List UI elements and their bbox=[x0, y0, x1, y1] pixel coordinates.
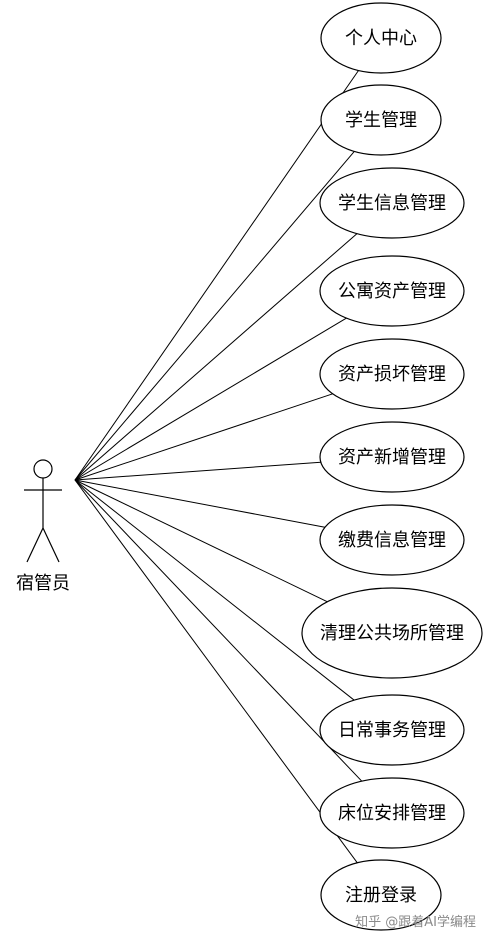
use-case-label: 资产损坏管理 bbox=[338, 364, 446, 385]
uc-student-management: 学生管理 bbox=[320, 84, 442, 156]
use-case-ellipse bbox=[319, 167, 465, 239]
actor-left-leg bbox=[26, 527, 44, 563]
use-case-ellipse bbox=[319, 777, 465, 849]
use-case-label: 公寓资产管理 bbox=[338, 281, 446, 302]
association-line bbox=[74, 70, 359, 481]
use-case-ellipse bbox=[319, 338, 465, 410]
association-line bbox=[74, 461, 321, 481]
association-line bbox=[74, 479, 363, 782]
association-line bbox=[74, 479, 328, 603]
uc-bed-assignment-management: 床位安排管理 bbox=[319, 777, 465, 849]
use-case-label: 资产新增管理 bbox=[338, 447, 446, 468]
association-line bbox=[74, 317, 347, 481]
use-case-ellipse bbox=[319, 255, 465, 327]
actor-right-leg bbox=[42, 527, 60, 563]
association-lines bbox=[74, 70, 363, 864]
watermark: 知乎 @跟着AI学编程 bbox=[355, 915, 476, 930]
association-line bbox=[74, 393, 333, 481]
association-line bbox=[74, 479, 325, 528]
uc-register-login: 注册登录 bbox=[320, 859, 442, 931]
use-cases: 个人中心学生管理学生信息管理公寓资产管理资产损坏管理资产新增管理缴费信息管理清理… bbox=[301, 2, 483, 931]
use-case-label: 个人中心 bbox=[345, 28, 417, 49]
use-case-ellipse bbox=[320, 2, 442, 74]
use-case-label: 学生管理 bbox=[345, 110, 417, 131]
use-case-ellipse bbox=[319, 694, 465, 766]
uc-daily-affairs-management: 日常事务管理 bbox=[319, 694, 465, 766]
uc-asset-addition-management: 资产新增管理 bbox=[319, 421, 465, 493]
use-case-label: 清理公共场所管理 bbox=[320, 623, 464, 644]
actor-head bbox=[33, 459, 53, 479]
uc-student-info-management: 学生信息管理 bbox=[319, 167, 465, 239]
use-case-ellipse bbox=[320, 859, 442, 931]
uc-apartment-asset-management: 公寓资产管理 bbox=[319, 255, 465, 327]
association-line bbox=[74, 479, 358, 864]
use-case-label: 学生信息管理 bbox=[338, 193, 446, 214]
use-case-label: 注册登录 bbox=[345, 885, 417, 906]
use-case-ellipse bbox=[320, 84, 442, 156]
association-line bbox=[74, 151, 355, 481]
association-line bbox=[74, 479, 355, 701]
use-case-ellipse bbox=[301, 587, 483, 679]
uc-asset-damage-management: 资产损坏管理 bbox=[319, 338, 465, 410]
actor: 宿管员 bbox=[16, 459, 70, 594]
uc-payment-info-management: 缴费信息管理 bbox=[319, 504, 465, 576]
use-case-label: 缴费信息管理 bbox=[338, 530, 446, 551]
association-line bbox=[74, 233, 358, 481]
use-case-label: 日常事务管理 bbox=[338, 720, 446, 741]
uc-public-area-cleaning-management: 清理公共场所管理 bbox=[301, 587, 483, 679]
actor-label: 宿管员 bbox=[16, 573, 70, 594]
use-case-ellipse bbox=[319, 504, 465, 576]
use-case-label: 床位安排管理 bbox=[338, 803, 446, 824]
use-case-ellipse bbox=[319, 421, 465, 493]
uc-personal-center: 个人中心 bbox=[320, 2, 442, 74]
